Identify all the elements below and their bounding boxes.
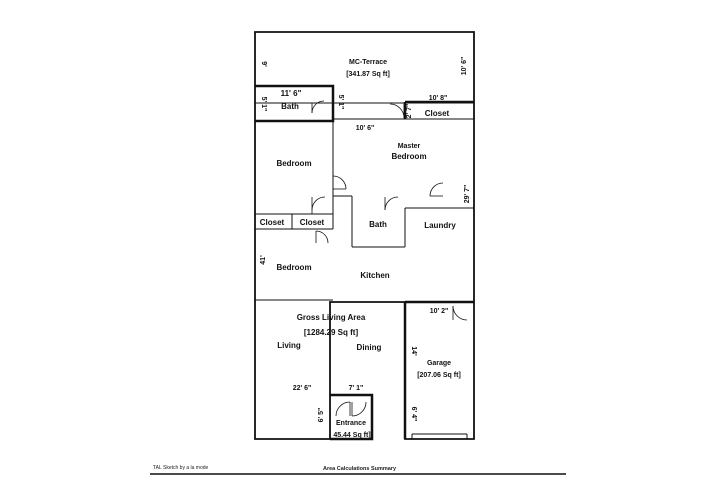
living-label: Living	[277, 341, 301, 350]
dim-entrance-left: 6' 5"	[318, 408, 325, 423]
footer-area-title: Area Calculations Summary	[323, 466, 397, 472]
dim-terrace-left: 9'	[260, 61, 267, 67]
dim-entrance-width: 7' 1"	[349, 385, 364, 392]
laundry-label: Laundry	[424, 221, 456, 230]
entrance-area: 45.44 Sq ft]	[333, 432, 370, 439]
dim-garage-bottom: 6' 4"	[410, 407, 417, 422]
dining-label: Dining	[357, 343, 382, 352]
bath-mid-label: Bath	[369, 220, 387, 229]
garage-area: [207.06 Sq ft]	[417, 372, 461, 379]
dim-closet-top-height: 2' 7"	[406, 104, 413, 119]
dim-living-width: 22' 6"	[293, 385, 312, 392]
dim-garage-left: 14'	[410, 346, 417, 356]
master-label-line2: Bedroom	[391, 152, 426, 161]
bedroom-bottom-label: Bedroom	[276, 263, 311, 272]
dim-bath-width: 11' 6"	[281, 89, 302, 98]
footer-left-note: TAL Sketch by a la mode	[153, 465, 209, 471]
terrace-area: [341.87 Sq ft]	[346, 71, 390, 78]
thick-walls	[255, 84, 474, 441]
garage-label: Garage	[427, 360, 451, 367]
closet-right-label: Closet	[300, 218, 325, 227]
closet-top-label: Closet	[425, 109, 450, 118]
master-label-line1: Master	[398, 143, 421, 150]
closet-left-label: Closet	[260, 218, 285, 227]
dim-garage-width: 10' 2"	[430, 308, 449, 315]
gross-living-area: [1284.29 Sq ft]	[304, 328, 359, 337]
bedroom-top-label: Bedroom	[276, 159, 311, 168]
dim-bath-right: 5' 1"	[337, 95, 344, 110]
dim-master-right: 29' 7"	[464, 185, 471, 204]
door-swings	[311, 100, 468, 417]
dim-bath-left: 5' 1"	[260, 97, 267, 112]
gross-living-label: Gross Living Area	[297, 313, 366, 322]
entrance-label: Entrance	[336, 420, 366, 427]
kitchen-label: Kitchen	[360, 271, 389, 280]
interior-walls	[255, 102, 474, 440]
terrace-label: MC-Terrace	[349, 59, 387, 66]
bath-top-label: Bath	[281, 102, 299, 111]
dim-terrace-right: 10' 6"	[461, 57, 468, 76]
dim-closet-top-width: 10' 8"	[429, 95, 448, 102]
dim-bedroom-left: 41'	[260, 255, 267, 265]
dim-master-width: 10' 6"	[356, 125, 375, 132]
